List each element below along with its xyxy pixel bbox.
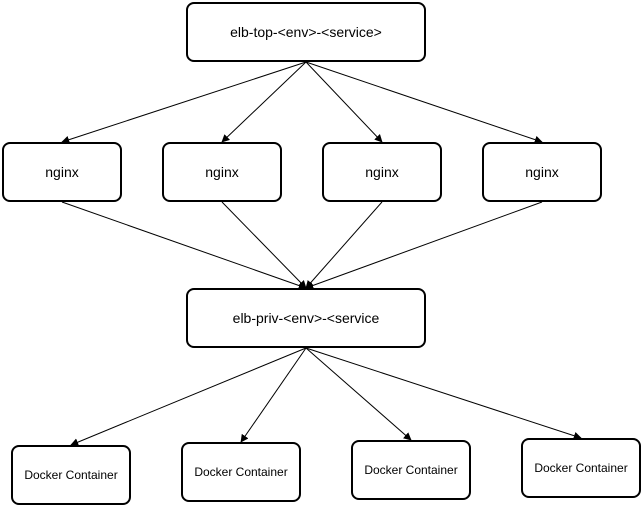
docker-container-node-3[interactable]: Docker Container <box>351 440 471 500</box>
nginx-node-4[interactable]: nginx <box>482 142 602 202</box>
nginx-label-2: nginx <box>205 164 239 180</box>
elb-priv-label: elb-priv-<env>-<service <box>232 310 380 326</box>
edge-nginx-4-to-elb-priv <box>305 201 543 290</box>
docker-container-label-3: Docker Container <box>364 463 458 477</box>
edge-nginx-1-to-elb-priv <box>61 201 307 290</box>
edge-elb-priv-to-docker-1 <box>70 347 307 446</box>
docker-container-label-2: Docker Container <box>194 465 288 479</box>
nginx-label-1: nginx <box>45 164 79 180</box>
docker-container-node-1[interactable]: Docker Container <box>11 445 131 505</box>
docker-container-node-2[interactable]: Docker Container <box>181 442 301 502</box>
nginx-label-3: nginx <box>365 164 399 180</box>
edge-elb-top-to-nginx-3 <box>305 61 383 143</box>
elb-priv-node[interactable]: elb-priv-<env>-<service <box>186 288 426 348</box>
edge-elb-top-to-nginx-4 <box>305 61 543 144</box>
edge-elb-priv-to-docker-2 <box>240 347 307 443</box>
edge-elb-priv-to-docker-4 <box>305 347 582 440</box>
edge-nginx-2-to-elb-priv <box>221 201 307 289</box>
docker-container-node-4[interactable]: Docker Container <box>521 438 641 498</box>
edge-elb-priv-to-docker-3 <box>305 347 412 441</box>
elb-top-node[interactable]: elb-top-<env>-<service> <box>186 2 426 62</box>
docker-container-label-1: Docker Container <box>24 468 118 482</box>
nginx-label-4: nginx <box>525 164 559 180</box>
docker-container-label-4: Docker Container <box>534 461 628 475</box>
nginx-node-3[interactable]: nginx <box>322 142 442 202</box>
nginx-node-2[interactable]: nginx <box>162 142 282 202</box>
nginx-node-1[interactable]: nginx <box>2 142 122 202</box>
elb-top-label: elb-top-<env>-<service> <box>230 24 382 40</box>
edge-nginx-3-to-elb-priv <box>305 201 383 289</box>
edge-elb-top-to-nginx-2 <box>221 61 307 143</box>
edge-elb-top-to-nginx-1 <box>61 61 307 144</box>
